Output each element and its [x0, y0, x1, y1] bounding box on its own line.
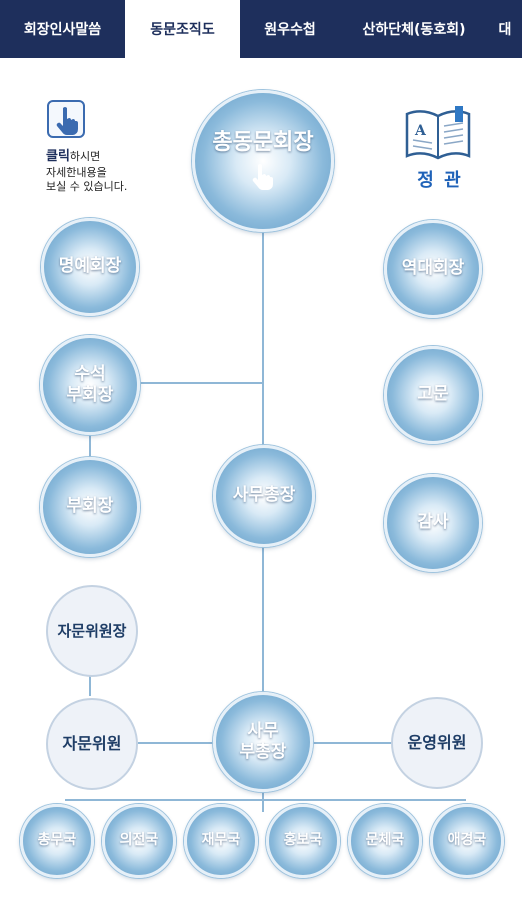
tab-handbook[interactable]: 원우수첩 — [264, 22, 316, 38]
org-label-advisory-chair: 자문위원장 — [57, 621, 127, 640]
click-hint-rest: 하시면 — [69, 150, 101, 163]
org-label-steering-committee: 운영위원 — [407, 733, 467, 752]
org-node-dept-culture-sports[interactable]: 문체국 — [348, 804, 422, 878]
org-node-vice-president[interactable]: 부회장 — [40, 457, 140, 557]
org-label-dept-2: 재무국 — [201, 832, 241, 849]
tab-more[interactable]: 대 — [498, 22, 512, 38]
org-label-senior-vp-1: 수석 — [74, 363, 106, 384]
tab-clubs[interactable]: 산하단체(동호회) — [362, 22, 466, 38]
org-node-dept-pr[interactable]: 홍보국 — [266, 804, 340, 878]
org-label-senior-vp-2: 부회장 — [66, 385, 114, 405]
org-node-president[interactable]: 총동문회장 — [192, 90, 334, 232]
top-tab-bar: 회장인사말씀 동문조직도 원우수첩 산하단체(동호회) 대 — [0, 0, 522, 58]
org-node-dept-general-affairs[interactable]: 총무국 — [20, 804, 94, 878]
org-node-dept-events[interactable]: 애경국 — [430, 804, 504, 878]
org-label-auditor: 감사 — [417, 512, 449, 533]
org-node-advisory-chair[interactable]: 자문위원장 — [46, 585, 138, 677]
hand-cursor-icon — [252, 163, 273, 190]
org-node-dept-finance[interactable]: 재무국 — [184, 804, 258, 878]
tab-greeting[interactable]: 회장인사말씀 — [23, 22, 102, 38]
org-label-honorary-president: 명예회장 — [58, 256, 122, 277]
org-label-advisory-member: 자문위원 — [62, 734, 122, 753]
click-hint-line3: 보실 수 있습니다. — [46, 180, 128, 194]
tab-org-chart[interactable]: 동문조직도 — [125, 0, 240, 58]
book-icon: A — [405, 106, 471, 160]
regulations-link[interactable]: A — [403, 104, 473, 194]
svg-text:A: A — [414, 123, 427, 139]
org-label-deputy-sg-1: 사무 — [247, 720, 279, 741]
org-node-honorary-president[interactable]: 명예회장 — [41, 218, 139, 316]
org-node-secretary-general[interactable]: 사무총장 — [213, 445, 315, 547]
org-node-advisory-member[interactable]: 자문위원 — [46, 698, 138, 790]
org-label-advisor: 고문 — [417, 384, 449, 405]
hand-pointer-icon — [47, 100, 85, 138]
org-node-advisor[interactable]: 고문 — [384, 346, 482, 444]
org-label-vice-president: 부회장 — [66, 496, 114, 517]
org-node-deputy-secretary-general[interactable]: 사무 부총장 — [213, 692, 313, 792]
org-label-dept-0: 총무국 — [37, 832, 77, 849]
click-hint-text: 클릭하시면 자세한내용을 보실 수 있습니다. — [46, 148, 127, 195]
regulations-label[interactable]: 정 관 — [417, 170, 463, 191]
click-hint-line2: 자세한내용을 — [46, 165, 107, 179]
org-node-auditor[interactable]: 감사 — [384, 474, 482, 572]
org-label-dept-4: 문체국 — [365, 832, 405, 849]
org-label-president: 총동문회장 — [212, 130, 314, 156]
org-label-past-presidents: 역대회장 — [401, 258, 465, 279]
org-label-dept-3: 홍보국 — [283, 832, 323, 849]
click-hint-bold: 클릭 — [46, 149, 70, 164]
org-label-dept-1: 의전국 — [119, 832, 159, 849]
org-node-dept-protocol[interactable]: 의전국 — [102, 804, 176, 878]
org-label-secretary-general: 사무총장 — [232, 485, 296, 506]
org-node-past-presidents[interactable]: 역대회장 — [384, 220, 482, 318]
org-label-dept-5: 애경국 — [447, 832, 487, 849]
org-label-deputy-sg-2: 부총장 — [239, 742, 287, 762]
org-node-senior-vice-president[interactable]: 수석 부회장 — [40, 335, 140, 435]
org-node-steering-committee[interactable]: 운영위원 — [391, 697, 483, 789]
